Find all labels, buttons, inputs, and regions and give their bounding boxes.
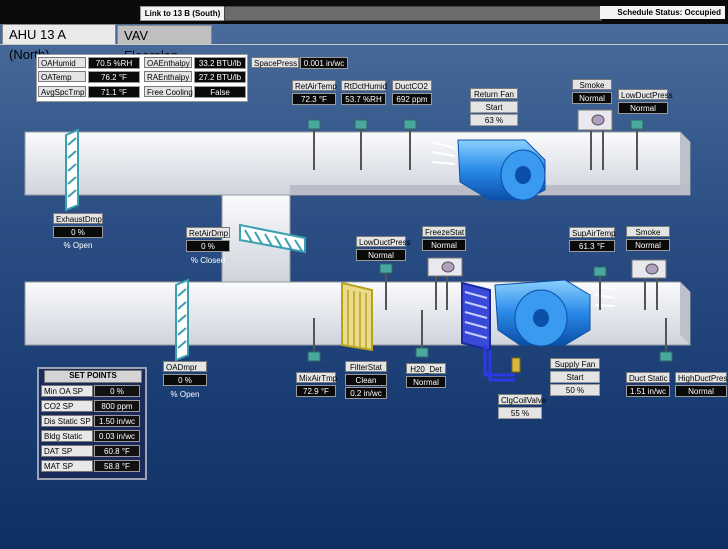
oa-humid-label: OAHumid xyxy=(38,57,86,68)
filter-icon xyxy=(341,281,373,352)
oa-damper-caption: % Open xyxy=(170,390,200,399)
rt-dct-humid-label: RtDctHumid xyxy=(341,80,387,91)
setpoint-label: Dis Static SP xyxy=(41,415,93,427)
avg-spc-tmp-value: 71.1 °F xyxy=(88,86,140,98)
ret-air-temp-label: RetAirTemp xyxy=(292,80,337,91)
setpoint-label: Min OA SP xyxy=(41,385,93,397)
return-fan-icon xyxy=(431,139,546,201)
sensor-probes xyxy=(313,128,667,355)
ret-air-damper-label: RetAirDmp xyxy=(186,227,230,238)
setpoint-value[interactable]: 58.8 °F xyxy=(94,460,140,472)
setpoint-value[interactable]: 1.50 in/wc xyxy=(94,415,140,427)
ret-air-temp-value[interactable]: 72.3 °F xyxy=(292,93,336,105)
oa-temp-value: 76.2 °F xyxy=(88,71,140,83)
ra-enthalpy-value: 27.2 BTU/lb xyxy=(194,71,246,83)
return-smoke-label: Smoke xyxy=(572,79,612,90)
setpoint-label: CO2 SP xyxy=(41,400,93,412)
free-cooling-value: False xyxy=(194,86,246,98)
exhaust-damper-label: ExhaustDmp xyxy=(53,213,103,224)
oa-enthalpy-label: OAEnthalpy xyxy=(144,57,192,68)
setpoint-value[interactable]: 0 % xyxy=(94,385,140,397)
supply-smoke-label: Smoke xyxy=(626,226,670,237)
filter-stat-status[interactable]: Clean xyxy=(345,374,387,386)
setpoints-title: SET POINTS xyxy=(44,370,142,383)
space-press-value: 0.001 in/wc xyxy=(300,57,348,69)
duct-static-value[interactable]: 1.51 in/wc xyxy=(626,385,670,397)
supply-low-duct-press-value[interactable]: Normal xyxy=(356,249,406,261)
setpoint-value[interactable]: 800 ppm xyxy=(94,400,140,412)
return-low-duct-press-value[interactable]: Normal xyxy=(618,102,668,114)
return-fan-status[interactable]: Start xyxy=(470,101,518,113)
oa-enthalpy-value: 33.2 BTU/lb xyxy=(194,57,246,69)
sensor-heads xyxy=(307,119,673,362)
tab-ahu-13a[interactable]: AHU 13 A (North) xyxy=(2,24,116,62)
h20-det-value[interactable]: Normal xyxy=(406,376,446,388)
return-smoke-value[interactable]: Normal xyxy=(572,92,612,104)
oa-damper-label: OADmpr xyxy=(163,361,207,372)
smoke-detector-icons xyxy=(427,109,667,279)
mix-air-tmp-label: MixAirTmp xyxy=(296,372,337,383)
return-fan-label: Return Fan xyxy=(470,88,518,99)
space-press-label: SpacePress xyxy=(251,57,299,68)
exhaust-damper-value[interactable]: 0 % xyxy=(53,226,103,238)
duct-static-label: Duct Static xyxy=(626,372,670,383)
sup-air-temp-label: SupAirTemp xyxy=(569,227,616,238)
setpoint-label: Bldg Static SP xyxy=(41,430,93,453)
schedule-status: Schedule Status: Occupied xyxy=(600,6,725,19)
return-low-duct-press-label: LowDuctPress xyxy=(618,89,673,100)
freeze-stat-label: FreezeStat xyxy=(422,226,466,237)
ret-air-damper-caption: % Closed xyxy=(190,256,226,265)
supply-fan-icon xyxy=(494,279,616,347)
filter-stat-value[interactable]: 0.2 in/wc xyxy=(345,387,387,399)
duct-co2-label: DuctCO2 xyxy=(392,80,432,91)
ra-enthalpy-label: RAEnthalpy xyxy=(144,71,192,82)
ret-air-damper-value[interactable]: 0 % xyxy=(186,240,230,252)
mix-air-tmp-value[interactable]: 72.9 °F xyxy=(296,385,336,397)
avg-spc-tmp-label: AvgSpcTmp xyxy=(38,86,86,97)
h20-det-label: H20_Det xyxy=(406,363,446,374)
filter-stat-label: FilterStat xyxy=(345,361,387,372)
exhaust-damper-icon xyxy=(65,128,79,212)
return-air-damper-icon xyxy=(239,223,306,254)
clg-coil-valve-label: ClgCoilValve xyxy=(498,394,546,405)
supply-fan-speed[interactable]: 50 % xyxy=(550,384,600,396)
supply-fan-label: Supply Fan xyxy=(550,358,600,369)
clg-coil-valve-value[interactable]: 55 % xyxy=(498,407,542,419)
oa-humid-value: 70.5 %RH xyxy=(88,57,140,69)
return-fan-speed[interactable]: 63 % xyxy=(470,114,518,126)
supply-fan-status[interactable]: Start xyxy=(550,371,600,383)
setpoint-label: MAT SP xyxy=(41,460,93,472)
oa-damper-icon xyxy=(175,278,189,362)
oa-damper-value[interactable]: 0 % xyxy=(163,374,207,386)
setpoint-value[interactable]: 0.03 in/wc xyxy=(94,430,140,442)
supply-low-duct-press-label: LowDuctPress xyxy=(356,236,411,247)
sup-air-temp-value[interactable]: 61.3 °F xyxy=(569,240,615,252)
supply-smoke-value[interactable]: Normal xyxy=(626,239,670,251)
setpoint-value[interactable]: 60.8 °F xyxy=(94,445,140,457)
high-duct-press-label: HighDuctPress xyxy=(675,372,728,383)
duct-co2-value[interactable]: 692 ppm xyxy=(392,93,432,105)
cooling-coil-icon xyxy=(461,281,521,382)
oa-temp-label: OATemp xyxy=(38,71,86,82)
rt-dct-humid-value[interactable]: 53.7 %RH xyxy=(341,93,386,105)
exhaust-damper-caption: % Open xyxy=(63,241,93,250)
free-cooling-label: Free Cooling xyxy=(144,86,193,97)
high-duct-press-value[interactable]: Normal xyxy=(675,385,727,397)
tab-divider xyxy=(0,44,728,45)
setpoint-label: DAT SP xyxy=(41,445,93,457)
freeze-stat-value[interactable]: Normal xyxy=(422,239,466,251)
